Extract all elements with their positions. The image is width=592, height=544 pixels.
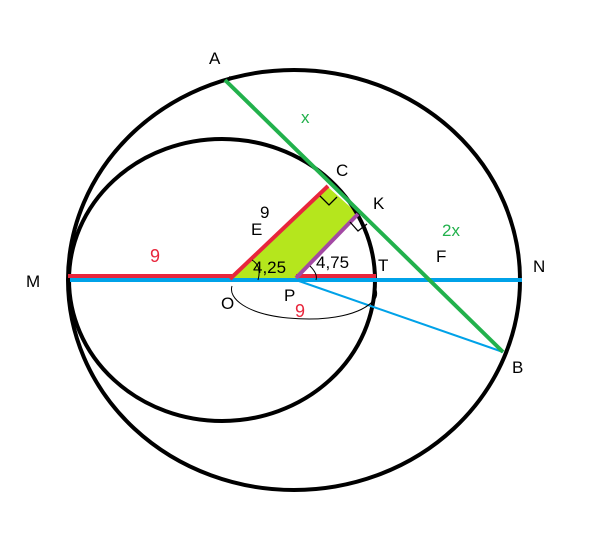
segment-pk (294, 212, 360, 280)
chord-ab (223, 78, 505, 354)
label-point-f: F (436, 247, 446, 266)
label-x: x (301, 108, 310, 127)
angle-arc-p (309, 265, 317, 281)
shaded-region-ockp (230, 187, 358, 280)
label-oc-length: 9 (260, 203, 269, 222)
angle-arc-o (251, 259, 260, 281)
label-point-k: K (373, 194, 385, 213)
label-point-b: B (512, 358, 523, 377)
label-op-length: 4,25 (253, 258, 286, 277)
label-pt-length: 4,75 (316, 253, 349, 272)
label-pt-arc-length: 9 (295, 301, 305, 321)
right-angle-c (319, 195, 338, 206)
label-point-m: M (26, 272, 40, 291)
label-point-c: C (336, 161, 348, 180)
line-pb (295, 279, 504, 353)
label-point-o: O (221, 294, 234, 313)
label-2x: 2x (442, 221, 460, 240)
label-point-a: A (209, 49, 221, 68)
brace-arc-pt (230, 285, 378, 320)
label-point-e: E (251, 220, 262, 239)
label-mo-length: 9 (150, 246, 160, 266)
segment-oc (228, 184, 330, 281)
label-point-t: T (378, 256, 388, 275)
right-angle-k (349, 221, 368, 232)
label-point-p: P (284, 286, 295, 305)
label-point-n: N (533, 257, 545, 276)
